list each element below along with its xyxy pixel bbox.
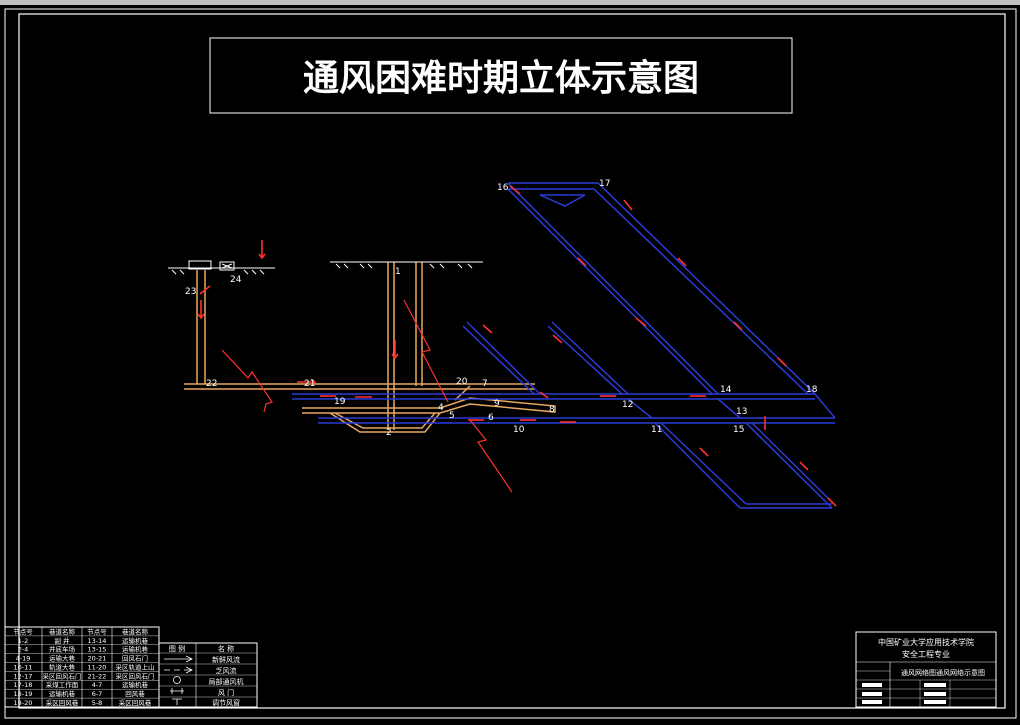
branch-table-cell: 回风巷 xyxy=(125,690,145,698)
fan-house xyxy=(188,260,212,270)
branch-table-header: 巷道名称 xyxy=(49,627,76,636)
branch-table-cell: 采区回风巷 xyxy=(46,698,79,707)
node-10: 10 xyxy=(513,425,525,435)
shafts xyxy=(196,262,423,430)
door-icon xyxy=(170,688,184,694)
airflow-arrows xyxy=(197,185,837,507)
school-name: 中国矿业大学应用技术学院 xyxy=(878,637,974,647)
workface-arrow xyxy=(539,194,586,207)
branch-table-cell: 4-19 xyxy=(16,655,31,663)
branch-table-header: 节点号 xyxy=(13,628,33,636)
branch-table-cell: 采区回风巷 xyxy=(119,698,152,707)
branch-table-cell: 4-7 xyxy=(92,681,103,689)
branch-table-cell: 1-2 xyxy=(18,637,29,645)
node-5: 5 xyxy=(449,411,455,421)
branch-table-cell: 19-20 xyxy=(14,699,33,707)
major-name: 安全工程专业 xyxy=(902,649,950,659)
node-8: 8 xyxy=(549,405,555,415)
branch-table-cell: 18-19 xyxy=(14,690,33,698)
node-20: 20 xyxy=(456,377,468,387)
legend-return-air: 乏风流 xyxy=(216,666,237,675)
branch-table-cell: 运输机巷 xyxy=(122,636,149,645)
branch-table-cell: 13-15 xyxy=(88,646,107,654)
node-7: 7 xyxy=(482,379,488,389)
branch-table-cell: 12-17 xyxy=(14,672,33,680)
node-1: 1 xyxy=(395,267,401,277)
title-box xyxy=(209,37,793,114)
branch-table-cell: 17-18 xyxy=(14,681,33,689)
node-12: 12 xyxy=(622,400,633,410)
branch-table-cell: 5-8 xyxy=(92,699,103,707)
surface-ground xyxy=(168,260,483,275)
window-top-edge xyxy=(0,0,1020,5)
blue-tunnels xyxy=(292,182,836,509)
legend-header-name: 名 称 xyxy=(218,644,234,653)
node-9: 9 xyxy=(494,399,500,409)
legend-door: 风 门 xyxy=(218,688,234,697)
node-13: 13 xyxy=(736,407,747,417)
branch-table-header: 巷道名称 xyxy=(122,627,149,636)
node-11: 11 xyxy=(651,425,662,435)
legend-fan: 局部通风机 xyxy=(209,677,244,686)
legend-fresh-air: 新鲜风流 xyxy=(212,655,240,664)
node-18: 18 xyxy=(806,385,818,395)
node-23: 23 xyxy=(185,287,196,297)
node-24: 24 xyxy=(230,275,242,285)
branch-table-cell: 运输机巷 xyxy=(49,689,76,698)
node-14: 14 xyxy=(720,385,732,395)
block-drawing-title: 通风网络图通风网络示意图 xyxy=(901,668,985,677)
branch-table-cell: 轨道大巷 xyxy=(49,662,76,671)
node-19: 19 xyxy=(334,397,346,407)
legend-regulator: 调节风窗 xyxy=(212,698,240,707)
outer-frame xyxy=(4,8,1017,719)
branch-table-cell: 运输机巷 xyxy=(122,680,149,689)
node-labels: 1 2 4 5 6 7 8 9 10 11 12 13 14 15 16 17 … xyxy=(185,179,818,438)
branch-table: 节点号 巷道名称 节点号 巷道名称 1-2 副 井 13-14 运输机巷 2-4 井底车场 13-1… xyxy=(4,626,160,708)
break-lines xyxy=(221,299,513,493)
branch-table-cell: 21-22 xyxy=(88,672,107,680)
branch-table-cell: 采区轨道上山 xyxy=(116,662,155,671)
branch-table-cell: 采区回风石门 xyxy=(116,671,155,680)
drawing-title: 通风困难时期立体示意图 xyxy=(303,57,699,99)
inner-frame xyxy=(18,13,1006,709)
fan-icon xyxy=(173,676,181,684)
node-21: 21 xyxy=(304,379,315,389)
branch-table-cell: 运输大巷 xyxy=(49,654,76,663)
branch-table-cell: 2-4 xyxy=(18,646,29,654)
branch-table-cell: 11-20 xyxy=(88,663,107,671)
legend-table: 图 例 名 称 新鲜风流 乏风流 局部通风机 风 门 调节风窗 xyxy=(158,642,258,708)
branch-table-cell: 副 井 xyxy=(54,636,70,645)
branch-table-cell: 20-21 xyxy=(88,655,107,663)
branch-table-header: 节点号 xyxy=(87,628,107,636)
branch-table-cell: 运输机巷 xyxy=(122,645,149,654)
branch-table-cell: 回风石门 xyxy=(122,654,148,663)
branch-table-cell: 采区回风石门 xyxy=(43,671,82,680)
node-17: 17 xyxy=(599,179,610,189)
node-4: 4 xyxy=(438,403,444,413)
node-22: 22 xyxy=(206,379,217,389)
return-air-arrow-icon xyxy=(164,666,193,674)
branch-table-cell: 采煤工作面 xyxy=(46,680,79,689)
node-6: 6 xyxy=(488,413,494,423)
legend-header-symbol: 图 例 xyxy=(169,644,185,653)
node-2: 2 xyxy=(386,428,392,438)
branch-table-cell: 13-14 xyxy=(88,637,107,645)
node-15: 15 xyxy=(733,425,744,435)
branch-table-cell: 10-11 xyxy=(14,663,33,671)
branch-table-cell: 井底车场 xyxy=(49,645,76,654)
branch-table-cell: 6-7 xyxy=(92,690,103,698)
regulator-icon xyxy=(172,698,182,705)
title-block: 中国矿业大学应用技术学院 安全工程专业 通风网络图通风网络示意图 xyxy=(855,631,997,708)
node-16: 16 xyxy=(497,183,509,193)
fresh-air-arrow-icon xyxy=(164,655,193,663)
